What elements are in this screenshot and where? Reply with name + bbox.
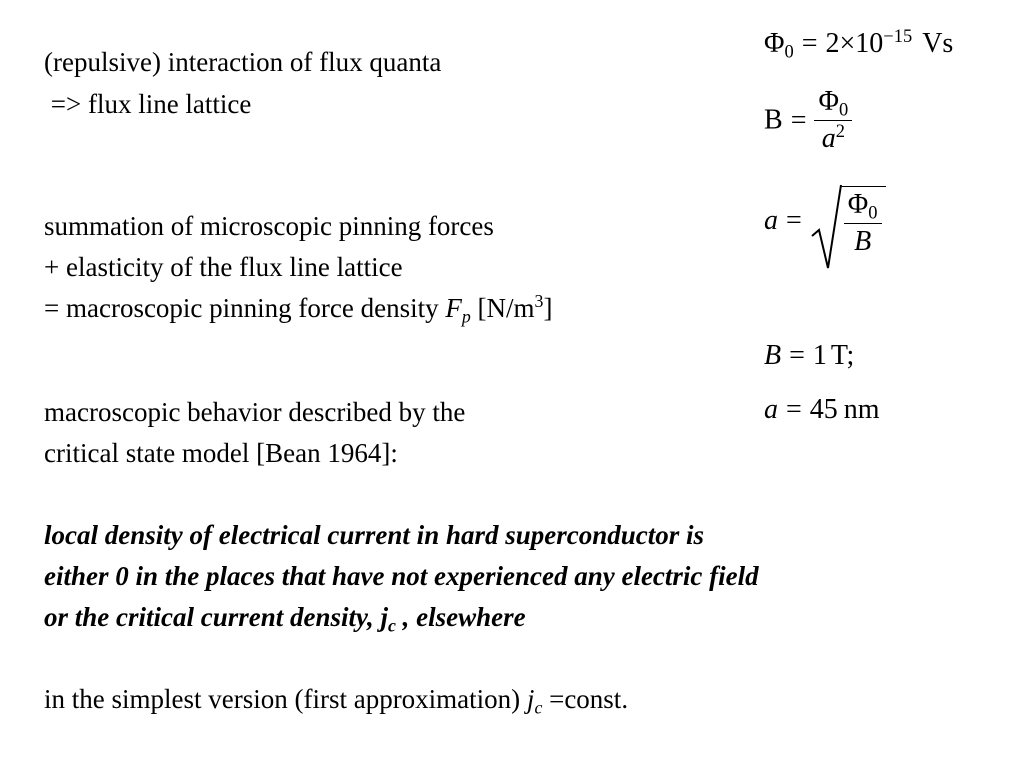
text-line-simplest-version: in the simplest version (first approxima…: [44, 684, 629, 718]
text-line-critical-state: critical state model [Bean 1964]:: [44, 438, 398, 468]
text-line-either-zero: either 0 in the places that have not exp…: [44, 561, 759, 591]
text-line-pinning-force-density: = macroscopic pinning force density Fp […: [44, 291, 553, 327]
text-line-macroscopic-behavior: macroscopic behavior described by the: [44, 397, 466, 427]
text-line-elasticity: + elasticity of the flux line lattice: [44, 252, 403, 282]
text-line-local-density: local density of electrical current in h…: [44, 520, 705, 550]
text-line-critical-current: or the critical current density, jc , el…: [44, 602, 526, 636]
text-line-flux-lattice: => flux line lattice: [44, 89, 252, 119]
text-line-summation: summation of microscopic pinning forces: [44, 211, 494, 241]
text-line-flux-interaction: (repulsive) interaction of flux quanta: [44, 47, 442, 77]
